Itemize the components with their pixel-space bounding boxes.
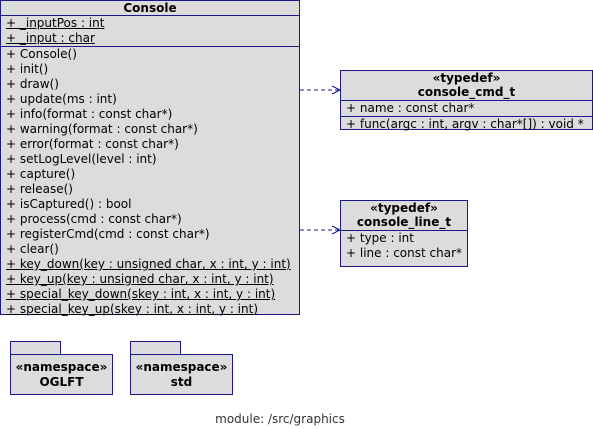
attribute: + _inputPos : int [6,16,105,30]
method: + info(format : const char*) [6,107,173,121]
arrowhead-line [331,225,342,235]
typedef-title: «typedef» console_line_t [341,201,467,229]
attribute: + _input : char [6,31,95,45]
typedef-fields: + type : int + line : const char* [341,230,467,261]
method: + warning(format : const char*) [6,122,198,136]
stereotype-label: «namespace» [15,360,108,374]
console-line-t-typedef[interactable]: «typedef» console_line_t + type : int + … [340,200,468,267]
namespace-name: std [170,375,193,389]
namespace-tab [130,341,181,355]
stereotype-label: «typedef» [370,201,438,215]
field: + type : int [346,231,414,245]
method: + registerCmd(cmd : const char*) [6,227,210,241]
arrowhead-cmd [331,85,342,95]
method: + Console() [6,47,77,61]
stereotype-label: «typedef» [432,71,501,85]
field: + line : const char* [346,246,463,260]
namespace-std[interactable]: «namespace» std [130,354,233,395]
typedef-fields: + name : const char* [341,100,592,116]
method: + release() [6,182,73,196]
method: + draw() [6,77,59,91]
static-method: + key_down(key : unsigned char, x : int,… [6,257,291,271]
field: + func(argc : int, argv : char*[]) : voi… [346,117,584,131]
method: + error(format : const char*) [6,137,179,151]
method: + capture() [6,167,76,181]
typedef-title: «typedef» console_cmd_t [341,71,592,99]
console-class-name: Console [123,1,177,15]
module-caption: module: /src/graphics [215,412,345,426]
namespace-tab [10,341,61,355]
namespace-oglft[interactable]: «namespace» OGLFT [10,354,113,395]
method: + clear() [6,242,59,256]
method: + process(cmd : const char*) [6,212,182,226]
console-methods: + Console() + init() + draw() + update(m… [1,46,299,317]
console-class[interactable]: Console + _inputPos : int + _input : cha… [0,0,300,317]
typedef-name: console_line_t [356,215,452,229]
method: + update(ms : int) [6,92,117,106]
field: + name : const char* [346,101,475,115]
typedef-name: console_cmd_t [417,85,516,99]
method: + init() [6,62,49,76]
static-method: + key_up(key : unsigned char, x : int, y… [6,272,274,286]
method: + isCaptured() : bool [6,197,132,211]
stereotype-label: «namespace» [135,360,228,374]
console-attributes: + _inputPos : int + _input : char [1,15,299,46]
typedef-methods: + func(argc : int, argv : char*[]) : voi… [341,116,592,132]
method: + setLogLevel(level : int) [6,152,157,166]
static-method: + special_key_up(skey : int, x : int, y … [6,302,258,316]
static-method: + special_key_down(skey : int, x : int, … [6,287,276,301]
console-cmd-t-typedef[interactable]: «typedef» console_cmd_t + name : const c… [340,70,593,132]
namespace-name: OGLFT [39,375,84,389]
